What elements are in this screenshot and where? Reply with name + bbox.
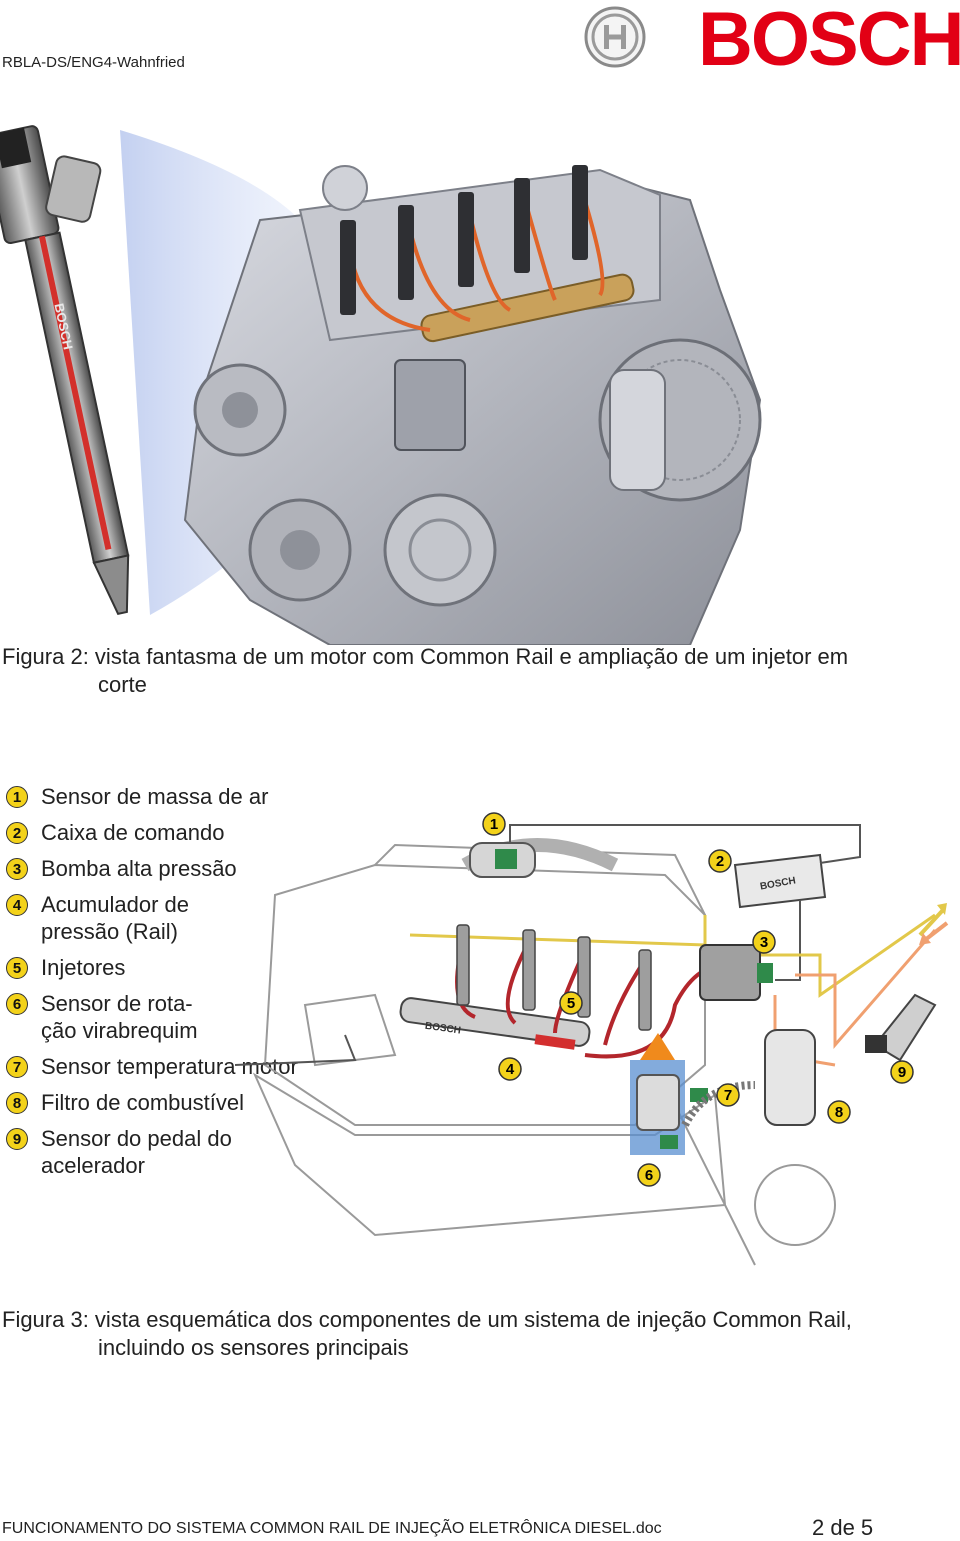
legend-text-line: Sensor de rota- bbox=[41, 991, 193, 1016]
legend-text: Bomba alta pressão bbox=[41, 855, 237, 882]
badge-5: 5 bbox=[559, 991, 583, 1015]
figure-3-caption: Figura 3: vista esquemática dos componen… bbox=[2, 1306, 952, 1362]
svg-text:6: 6 bbox=[645, 1167, 653, 1184]
badge-7: 7 bbox=[716, 1083, 740, 1107]
legend-number-badge: 3 bbox=[6, 858, 28, 880]
legend-item: 2 Caixa de comando bbox=[6, 819, 346, 846]
legend-number-badge: 5 bbox=[6, 957, 28, 979]
legend-item: 1 Sensor de massa de ar bbox=[6, 783, 346, 810]
legend-item: 6 Sensor de rota-ção virabrequim bbox=[6, 990, 346, 1044]
legend-number-badge: 1 bbox=[6, 786, 28, 808]
legend-text-line: Caixa de comando bbox=[41, 820, 225, 845]
svg-text:5: 5 bbox=[567, 995, 575, 1012]
svg-text:3: 3 bbox=[760, 934, 768, 951]
caption-line-2: incluindo os sensores principais bbox=[98, 1335, 409, 1360]
common-rail-schematic: BOSCH BOSCH bbox=[235, 812, 949, 1266]
svg-text:4: 4 bbox=[506, 1061, 515, 1078]
legend-number-badge: 9 bbox=[6, 1128, 28, 1150]
badge-1: 1 bbox=[482, 812, 506, 836]
badge-2: 2 bbox=[708, 849, 732, 873]
legend-number-badge: 8 bbox=[6, 1092, 28, 1114]
caption-line-1: Figura 2: vista fantasma de um motor com… bbox=[2, 644, 849, 669]
badge-6: 6 bbox=[637, 1163, 661, 1187]
legend-number-badge: 4 bbox=[6, 894, 28, 916]
caption-line-2: corte bbox=[98, 672, 147, 697]
legend-text: Sensor de rota-ção virabrequim bbox=[41, 990, 198, 1044]
legend-text-line: Sensor de massa de ar bbox=[41, 784, 269, 809]
badge-9: 9 bbox=[890, 1060, 914, 1084]
svg-text:2: 2 bbox=[716, 853, 724, 870]
caption-line-1: Figura 3: vista esquemática dos componen… bbox=[2, 1307, 852, 1332]
legend-text-line: ção virabrequim bbox=[41, 1018, 198, 1043]
svg-text:1: 1 bbox=[490, 816, 498, 833]
svg-text:8: 8 bbox=[835, 1104, 843, 1121]
figure-2-caption: Figura 2: vista fantasma de um motor com… bbox=[2, 643, 942, 699]
legend-text-line: Sensor do pedal do bbox=[41, 1126, 232, 1151]
legend-number-badge: 6 bbox=[6, 993, 28, 1015]
bosch-armature-seal-icon bbox=[584, 6, 646, 68]
legend-text: Injetores bbox=[41, 954, 125, 981]
legend-text-line: acelerador bbox=[41, 1153, 145, 1178]
svg-text:7: 7 bbox=[724, 1087, 732, 1104]
legend-text: Filtro de combustível bbox=[41, 1089, 244, 1116]
badge-4: 4 bbox=[498, 1057, 522, 1081]
legend-item: 3 Bomba alta pressão bbox=[6, 855, 346, 882]
legend-item: 8 Filtro de combustível bbox=[6, 1089, 346, 1116]
engine-phantom-illustration: BOSCH bbox=[0, 125, 762, 645]
svg-text:9: 9 bbox=[898, 1064, 906, 1081]
legend-text-line: Injetores bbox=[41, 955, 126, 980]
legend-number-badge: 7 bbox=[6, 1056, 28, 1078]
legend-text-line: Acumulador de bbox=[41, 892, 189, 917]
legend-number-badge: 2 bbox=[6, 822, 28, 844]
legend-text-line: Bomba alta pressão bbox=[41, 856, 237, 881]
component-legend: 1 Sensor de massa de ar 2 Caixa de comando 3… bbox=[6, 783, 346, 1188]
bosch-logo: BOSCH bbox=[698, 0, 960, 82]
document-reference: RBLA-DS/ENG4-Wahnfried bbox=[2, 54, 185, 71]
legend-item: 5 Injetores bbox=[6, 954, 346, 981]
badge-3: 3 bbox=[752, 930, 776, 954]
footer-document-title: FUNCIONAMENTO DO SISTEMA COMMON RAIL DE … bbox=[2, 1520, 662, 1537]
legend-text: Sensor de massa de ar bbox=[41, 783, 268, 810]
legend-text: Caixa de comando bbox=[41, 819, 224, 846]
legend-text-line: Filtro de combustível bbox=[41, 1090, 244, 1115]
page-number: 2 de 5 bbox=[812, 1515, 874, 1540]
rail-brand-label: BOSCH bbox=[424, 1021, 461, 1037]
legend-text-line: pressão (Rail) bbox=[41, 919, 178, 944]
badge-8: 8 bbox=[827, 1100, 851, 1124]
